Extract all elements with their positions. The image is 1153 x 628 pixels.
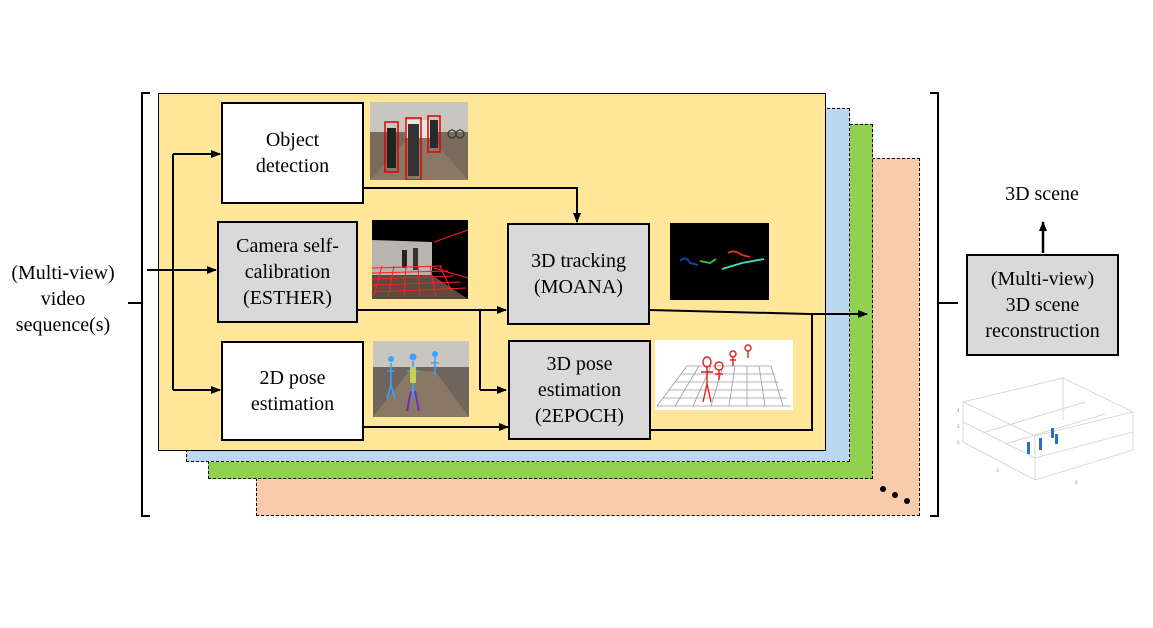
svg-text:0: 0: [957, 440, 960, 445]
tracking-plot: [670, 223, 769, 300]
calibration-photo: [372, 220, 468, 299]
output-label: 3D scene: [1005, 183, 1079, 205]
svg-text:4: 4: [957, 408, 960, 413]
svg-text:2: 2: [957, 424, 960, 429]
pose-2d-photo: [373, 341, 469, 417]
pose-2d-box: 2D pose estimation: [221, 341, 364, 441]
ellipsis-dots-icon: [880, 486, 910, 504]
scene-3d-plot: 4 2 0 -5 0: [955, 372, 1140, 502]
detection-photo: [370, 102, 468, 180]
right-bracket: [930, 92, 939, 517]
reconstruction-box: (Multi-view) 3D scene reconstruction: [966, 254, 1119, 356]
camera-calibration-box: Camera self- calibration (ESTHER): [217, 221, 358, 323]
pose-3d-box: 3D pose estimation (2EPOCH): [508, 340, 651, 440]
svg-text:0: 0: [1075, 480, 1078, 485]
tracking-3d-box: 3D tracking (MOANA): [507, 223, 650, 325]
input-label: (Multi-view) video sequence(s): [11, 262, 115, 336]
object-detection-box: Object detection: [221, 102, 364, 204]
pose-3d-plot: [655, 340, 793, 410]
arrow-detection-tracking: [362, 187, 581, 223]
left-bracket: [141, 92, 150, 517]
svg-text:-5: -5: [995, 468, 999, 473]
